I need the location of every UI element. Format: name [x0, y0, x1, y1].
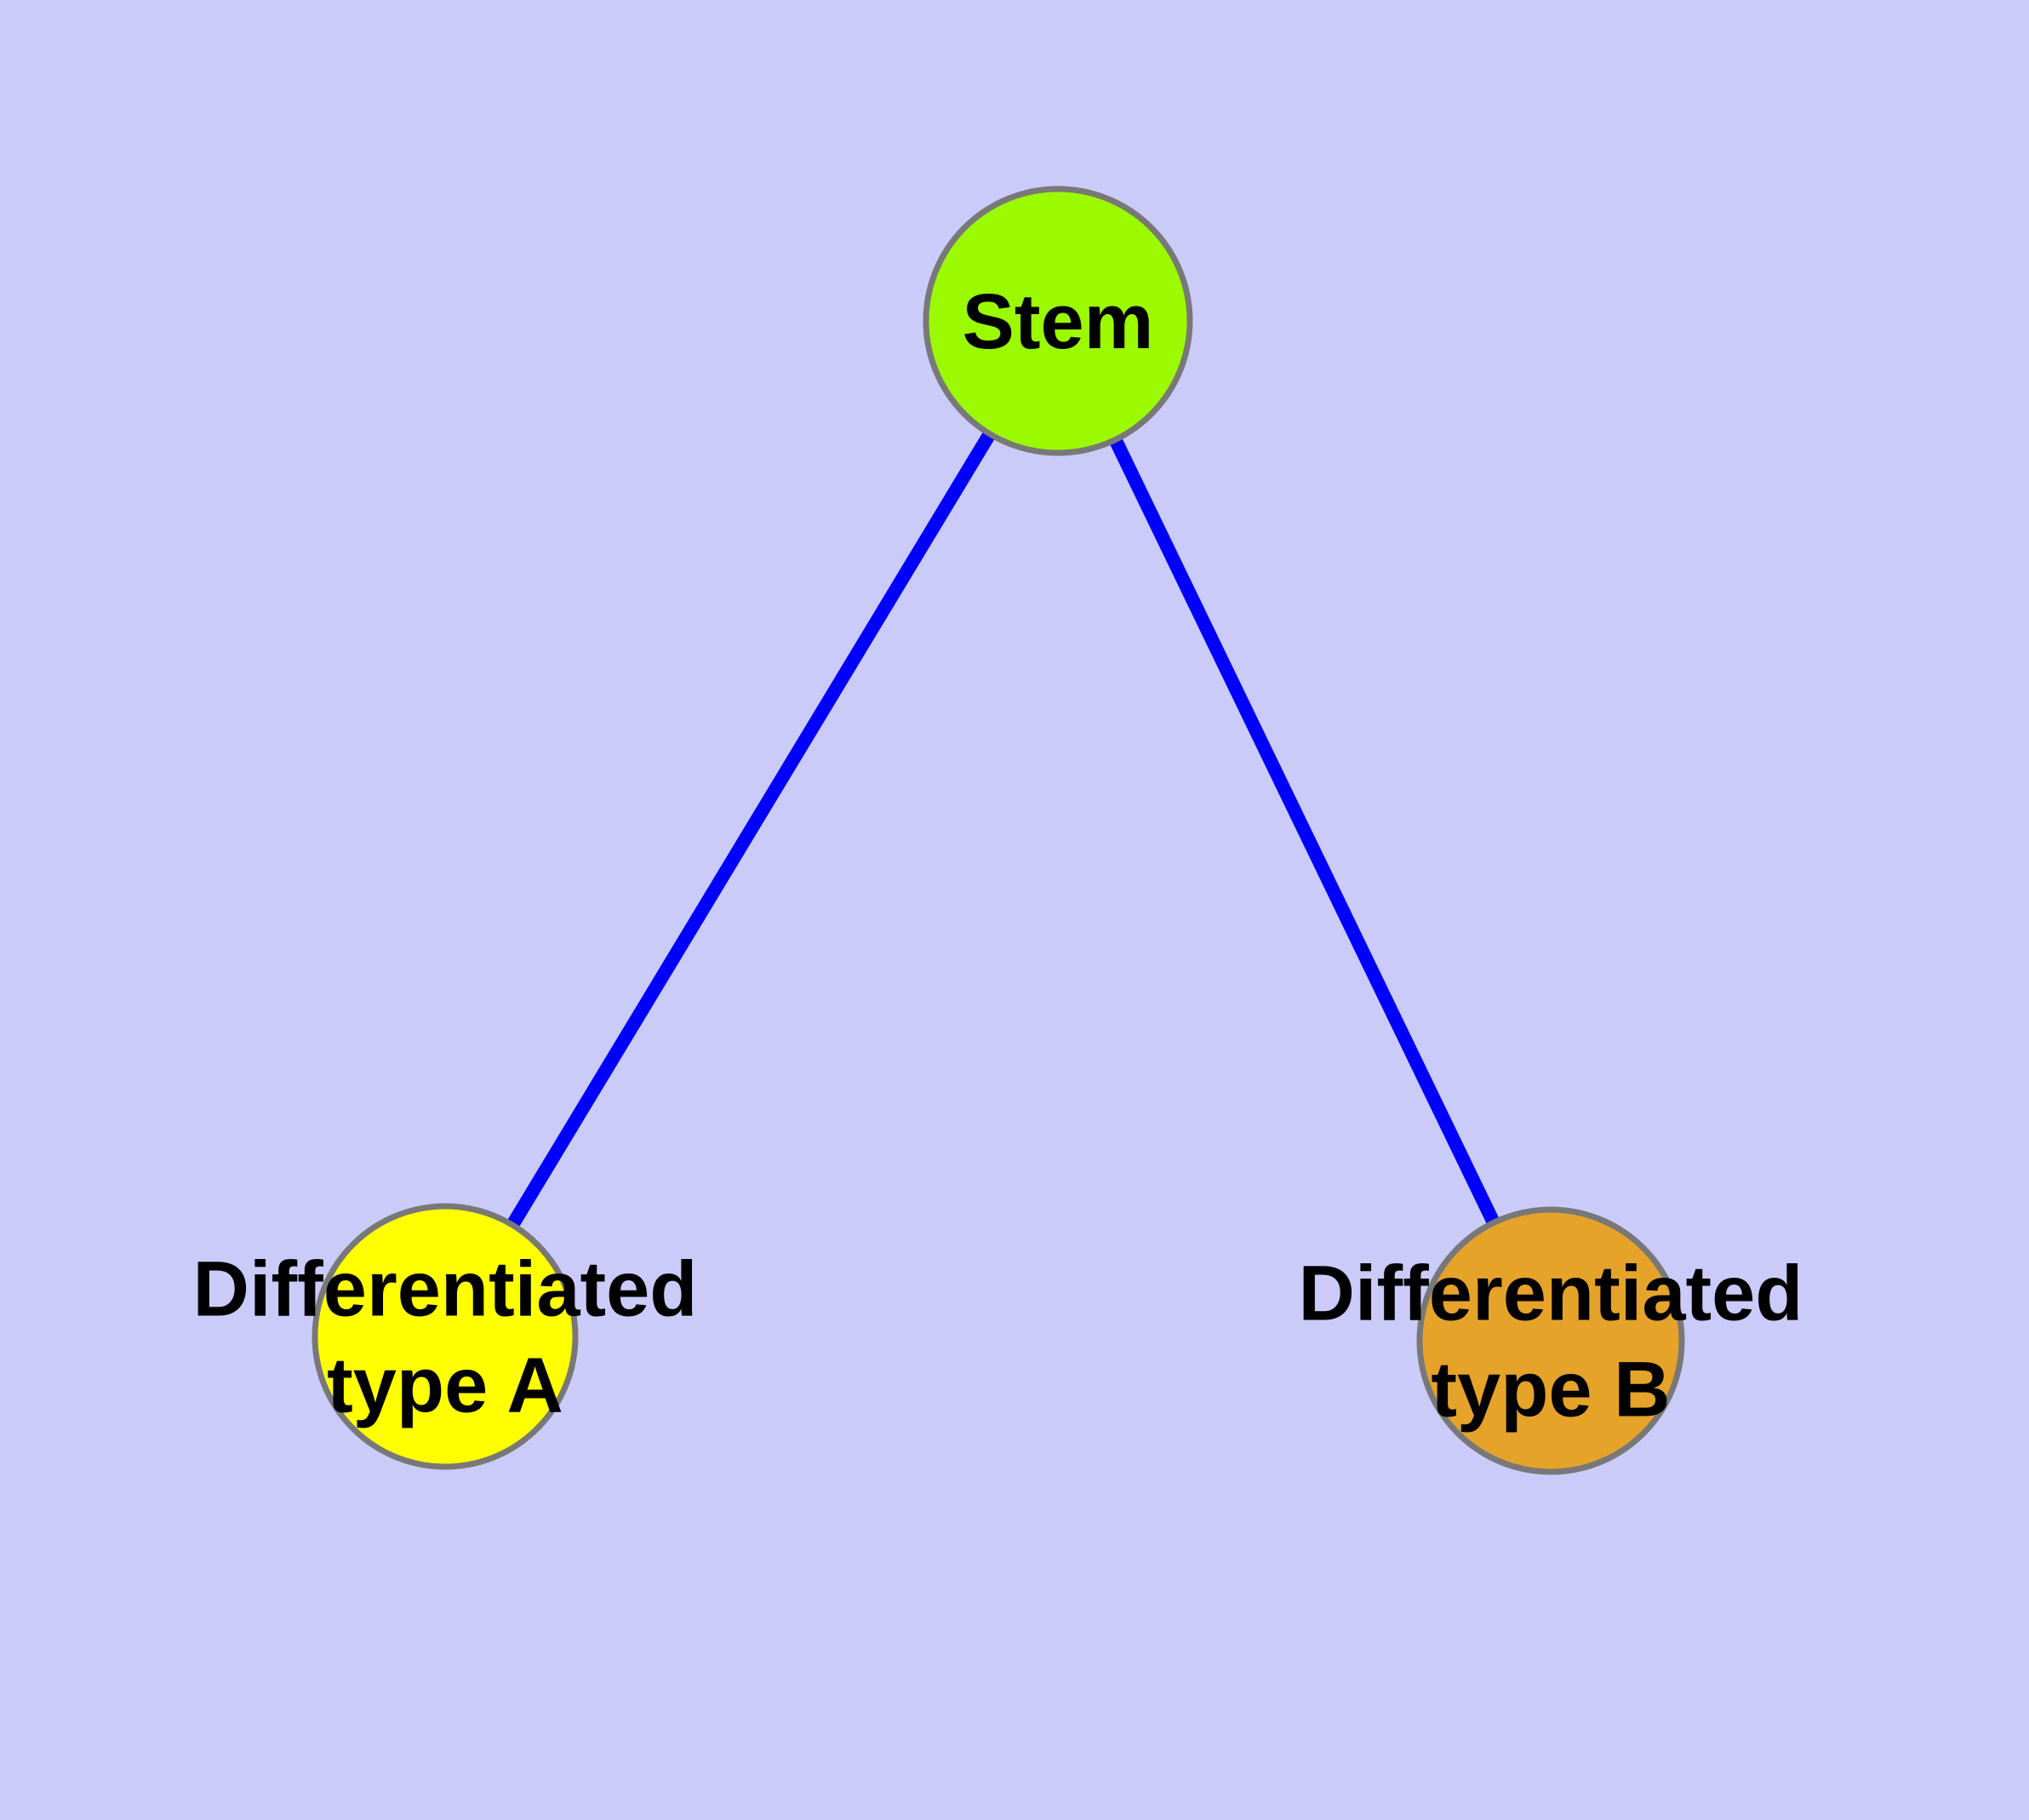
node-stem	[923, 186, 1193, 456]
edge-stem-to-differentiated-type-a	[439, 317, 1064, 1341]
node-label-differentiated-type-b-line1: Differentiated	[1299, 1251, 1803, 1337]
node-label-differentiated-type-a-line2: type A	[327, 1342, 563, 1429]
edges-layer	[439, 317, 1557, 1344]
node-differentiated-type-a	[311, 1203, 579, 1470]
node-label-differentiated-type-b-line2: type B	[1431, 1347, 1670, 1434]
edge-stem-to-differentiated-type-b	[1051, 318, 1557, 1344]
node-label-stem: Stem	[963, 278, 1154, 365]
node-differentiated-type-b	[1416, 1206, 1685, 1475]
nodes-layer	[311, 186, 1685, 1475]
node-label-differentiated-type-a-line1: Differentiated	[193, 1246, 698, 1333]
